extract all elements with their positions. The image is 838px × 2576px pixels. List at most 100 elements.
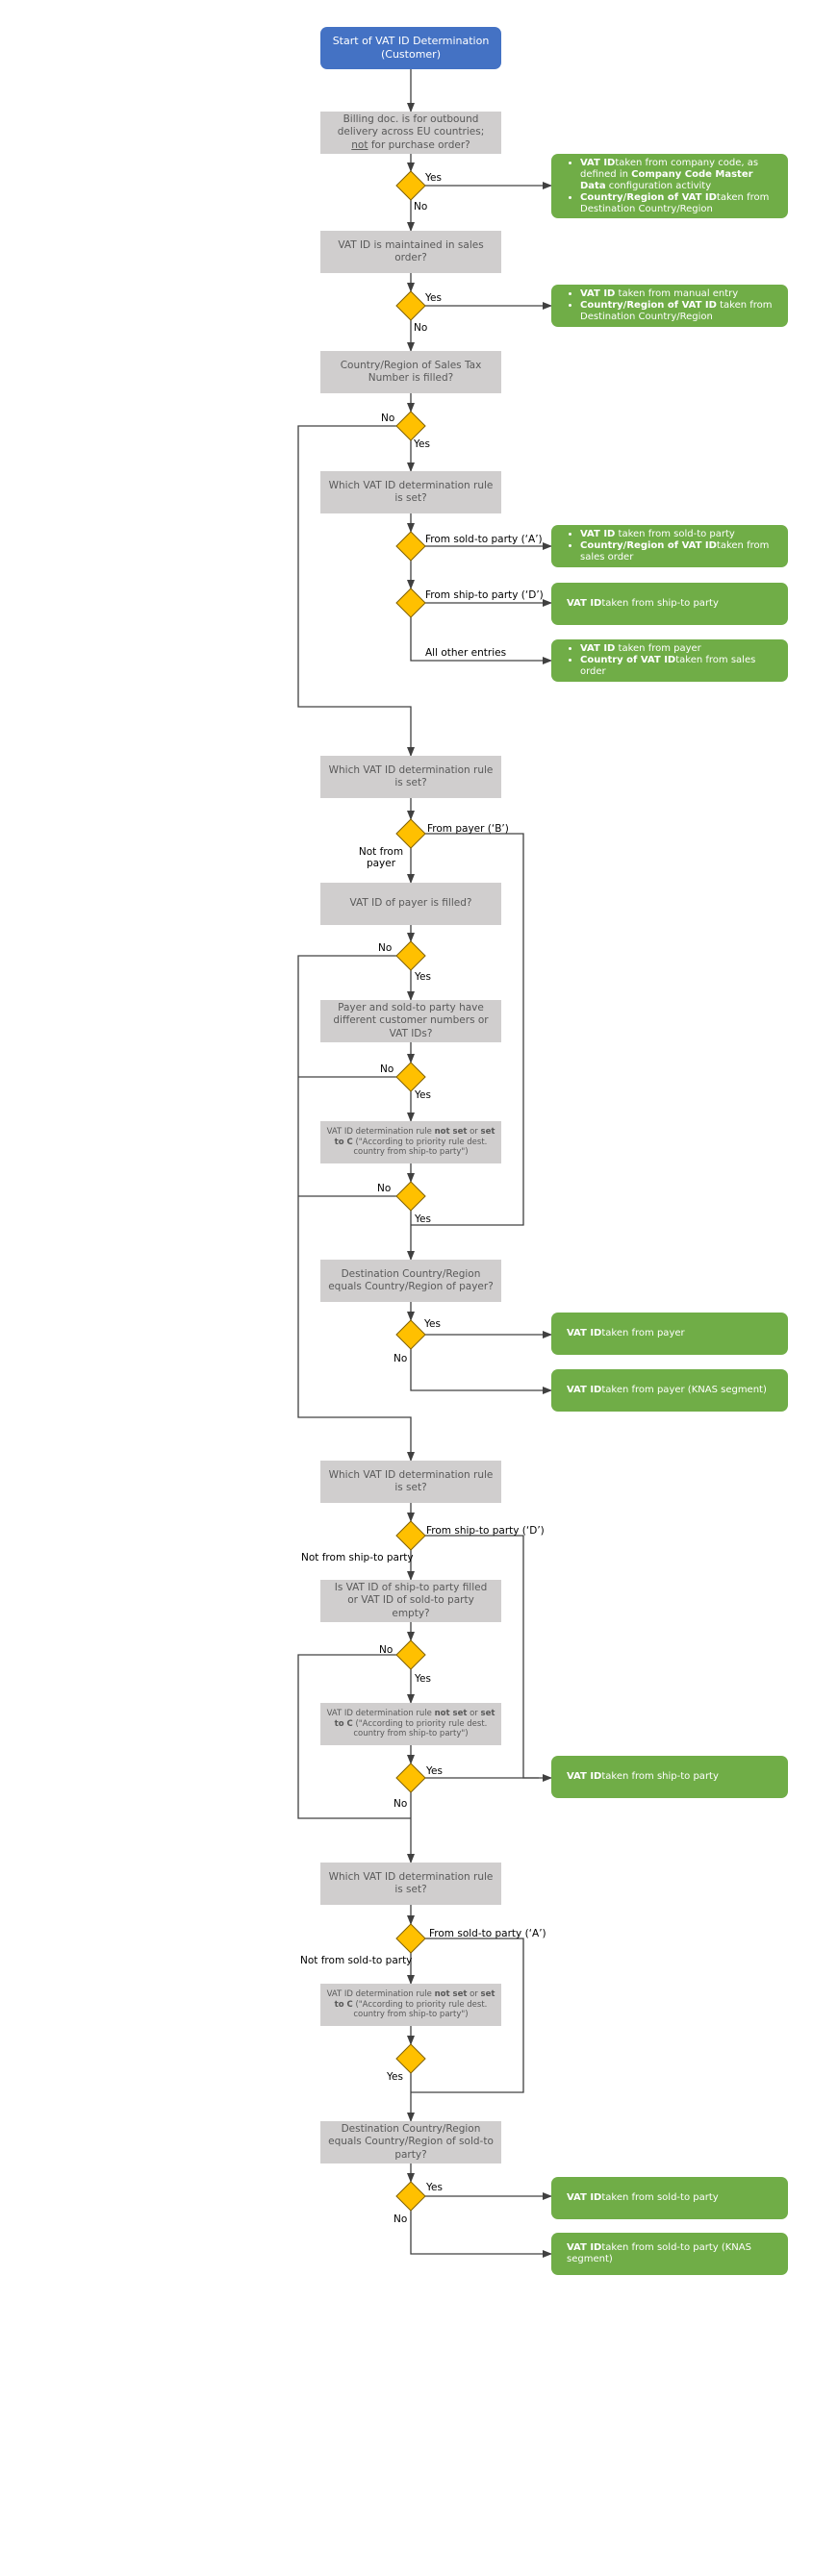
process-text: or <box>467 1709 481 1719</box>
edge-label-no: No <box>380 1063 394 1075</box>
edge-label-no: No <box>379 1644 394 1656</box>
process-country-sales-tax: Country/Region of Sales Tax Number is fi… <box>320 351 501 393</box>
process-text-underlined: not <box>351 138 368 151</box>
result-soldto-sales-order: VAT ID taken from sold-to party Country/… <box>551 525 788 567</box>
result-company-code: VAT IDtaken from company code, as define… <box>551 154 788 218</box>
process-text: or <box>467 1127 481 1138</box>
process-text: Payer and sold-to party have different c… <box>333 1002 489 1039</box>
flow-arrow <box>410 1349 552 1394</box>
process-text: Is VAT ID of ship-to party filled or VAT… <box>334 1582 488 1619</box>
decision-diamond <box>395 1763 426 1793</box>
result-bullet: VAT ID taken from sold-to party <box>580 529 778 540</box>
start-node-text: Start of VAT ID Determination (Customer) <box>332 35 490 61</box>
edge-label-yes: Yes <box>425 292 442 304</box>
process-text: Which VAT ID determination rule is set? <box>328 479 494 504</box>
edge-label-no: No <box>377 1183 392 1194</box>
process-dest-equals-soldto: Destination Country/Region equals Countr… <box>320 2121 501 2163</box>
edge-label-yes: Yes <box>387 2071 403 2083</box>
result-bullet: Country/Region of VAT IDtaken from Desti… <box>580 192 778 215</box>
process-text-bold: set to C <box>334 1127 495 1147</box>
flow-line <box>297 1654 411 1819</box>
flow-arrow <box>410 2211 552 2258</box>
decision-diamond <box>395 940 426 971</box>
process-text: Destination Country/Region equals Countr… <box>328 1267 494 1292</box>
result-bullet: Country/Region of VAT IDtaken from sales… <box>580 540 778 563</box>
process-text: Which VAT ID determination rule is set? <box>328 763 494 788</box>
flow-arrow <box>297 955 415 1462</box>
process-text: for purchase order? <box>368 138 470 151</box>
decision-diamond <box>395 818 426 849</box>
process-text-bold: set to C <box>334 1989 495 2010</box>
decision-diamond <box>395 411 426 441</box>
process-text: VAT ID determination rule <box>326 1709 435 1719</box>
decision-diamond <box>395 588 426 618</box>
process-rule-not-set-2: VAT ID determination rule not set or set… <box>320 1703 501 1745</box>
process-text: or <box>467 1989 481 2000</box>
process-text: ("According to priority rule dest. count… <box>352 1137 488 1158</box>
edge-label-yes: Yes <box>415 1213 431 1225</box>
edge-label-from-ship-to: From ship-to party (‘D’) <box>425 589 544 601</box>
decision-diamond <box>395 1923 426 1954</box>
result-bullet: VAT ID taken from payer <box>580 643 778 655</box>
result-shipto-2: VAT IDtaken from ship-to party <box>551 1756 788 1798</box>
decision-diamond <box>395 2181 426 2212</box>
process-text: Which VAT ID determination rule is set? <box>328 1468 494 1493</box>
process-text: ("According to priority rule dest. count… <box>352 1718 488 1739</box>
process-text: Which VAT ID determination rule is set? <box>328 1870 494 1895</box>
process-vat-id-in-sales-order: VAT ID is maintained in sales order? <box>320 231 501 273</box>
decision-diamond <box>395 290 426 321</box>
edge-label-yes: Yes <box>414 438 430 450</box>
result-bullet: VAT IDtaken from company code, as define… <box>580 158 778 192</box>
edge-label-no: No <box>414 322 428 334</box>
process-rule-not-set-3: VAT ID determination rule not set or set… <box>320 1984 501 2026</box>
edge-label-yes: Yes <box>426 2182 443 2193</box>
flow-arrow <box>297 425 415 757</box>
process-outbound-delivery: Billing doc. is for outbound delivery ac… <box>320 112 501 154</box>
decision-diamond <box>395 1181 426 1212</box>
decision-diamond <box>395 1319 426 1350</box>
edge-label-not-from-sold-to: Not from sold-to party <box>300 1955 413 1966</box>
process-text-bold: not set <box>434 1709 468 1719</box>
edge-label-no: No <box>394 1353 408 1364</box>
process-text-bold: set to C <box>334 1709 495 1729</box>
edge-label-from-sold-to: From sold-to party (‘A’) <box>425 534 543 545</box>
edge-label-yes: Yes <box>425 172 442 184</box>
result-payer-sales-order: VAT ID taken from payer Country of VAT I… <box>551 639 788 682</box>
process-text-bold: not set <box>434 1127 468 1138</box>
process-text: ("According to priority rule dest. count… <box>352 1999 488 2020</box>
edge-label-yes: Yes <box>415 1089 431 1101</box>
edge-label-all-other: All other entries <box>425 647 507 659</box>
process-text: Destination Country/Region equals Countr… <box>328 2123 494 2161</box>
edge-label-from-sold-to: From sold-to party (‘A’) <box>429 1928 546 1939</box>
edge-label-from-ship-to: From ship-to party (‘D’) <box>426 1525 545 1537</box>
edge-label-no: No <box>394 1798 408 1810</box>
edge-label-not-from-payer: Not from payer <box>358 846 404 870</box>
decision-diamond <box>395 170 426 201</box>
edge-label-no: No <box>381 413 395 424</box>
edge-label-from-payer: From payer (‘B’) <box>427 823 509 835</box>
edge-label-yes: Yes <box>426 1765 443 1777</box>
flow-line <box>425 1535 539 1779</box>
decision-diamond <box>395 1639 426 1670</box>
process-payer-vat-filled: VAT ID of payer is filled? <box>320 883 501 925</box>
decision-diamond <box>395 1062 426 1092</box>
result-bullet: VAT ID taken from manual entry <box>580 288 778 300</box>
process-text: Country/Region of Sales Tax Number is fi… <box>340 359 482 384</box>
decision-diamond <box>395 2043 426 2074</box>
process-dest-equals-payer: Destination Country/Region equals Countr… <box>320 1260 501 1302</box>
result-payer-knas: VAT IDtaken from payer (KNAS segment) <box>551 1369 788 1412</box>
result-soldto-knas: VAT IDtaken from sold-to party (KNAS seg… <box>551 2233 788 2275</box>
edge-label-no: No <box>394 2213 408 2225</box>
process-text: VAT ID determination rule <box>326 1127 435 1138</box>
result-payer: VAT IDtaken from payer <box>551 1313 788 1355</box>
process-text: VAT ID determination rule <box>326 1989 435 2000</box>
flow-arrow <box>410 617 552 664</box>
process-text: VAT ID is maintained in sales order? <box>338 238 484 263</box>
start-node: Start of VAT ID Determination (Customer) <box>320 27 501 69</box>
result-manual-entry: VAT ID taken from manual entry Country/R… <box>551 285 788 327</box>
decision-diamond <box>395 1520 426 1551</box>
process-rule-set-1: Which VAT ID determination rule is set? <box>320 471 501 513</box>
edge-label-not-from-ship-to: Not from ship-to party <box>301 1552 414 1563</box>
edge-label-no: No <box>378 942 393 954</box>
